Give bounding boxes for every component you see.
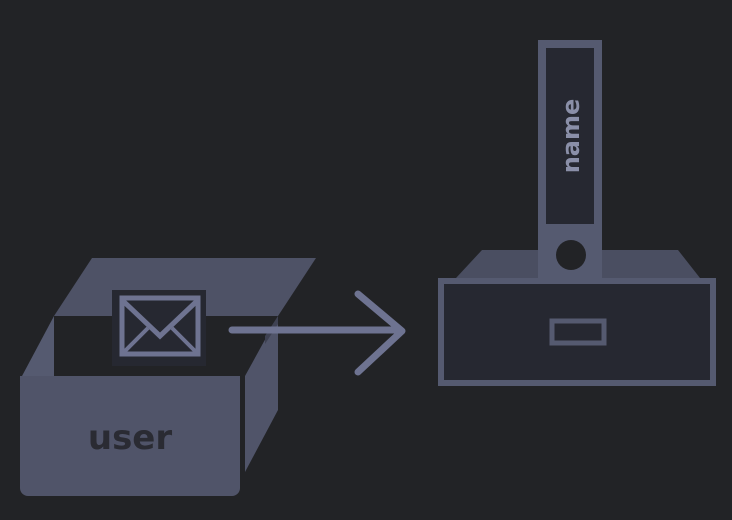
open-box-icon: user [20,258,316,496]
binder-label: name [557,99,585,174]
envelope-icon [112,290,206,366]
binder-label-panel [546,48,594,224]
binder-ring-hole [556,240,586,270]
envelope-left-fold [120,326,150,356]
box-right-side [245,316,278,472]
drawer-cabinet-icon: name [438,40,716,386]
envelope-right-fold [170,326,200,356]
box-left-flap [22,316,54,376]
envelope-flap [120,298,200,340]
cabinet-drawer [438,278,716,386]
binder-icon: name [538,40,602,280]
box-front-panel [20,376,240,496]
right-arrow-icon [228,290,406,376]
envelope-body [119,295,201,357]
box-label: user [88,418,173,458]
box-front-top-square [20,376,240,392]
arrow-head [354,290,406,376]
drawer-handle [549,318,607,346]
